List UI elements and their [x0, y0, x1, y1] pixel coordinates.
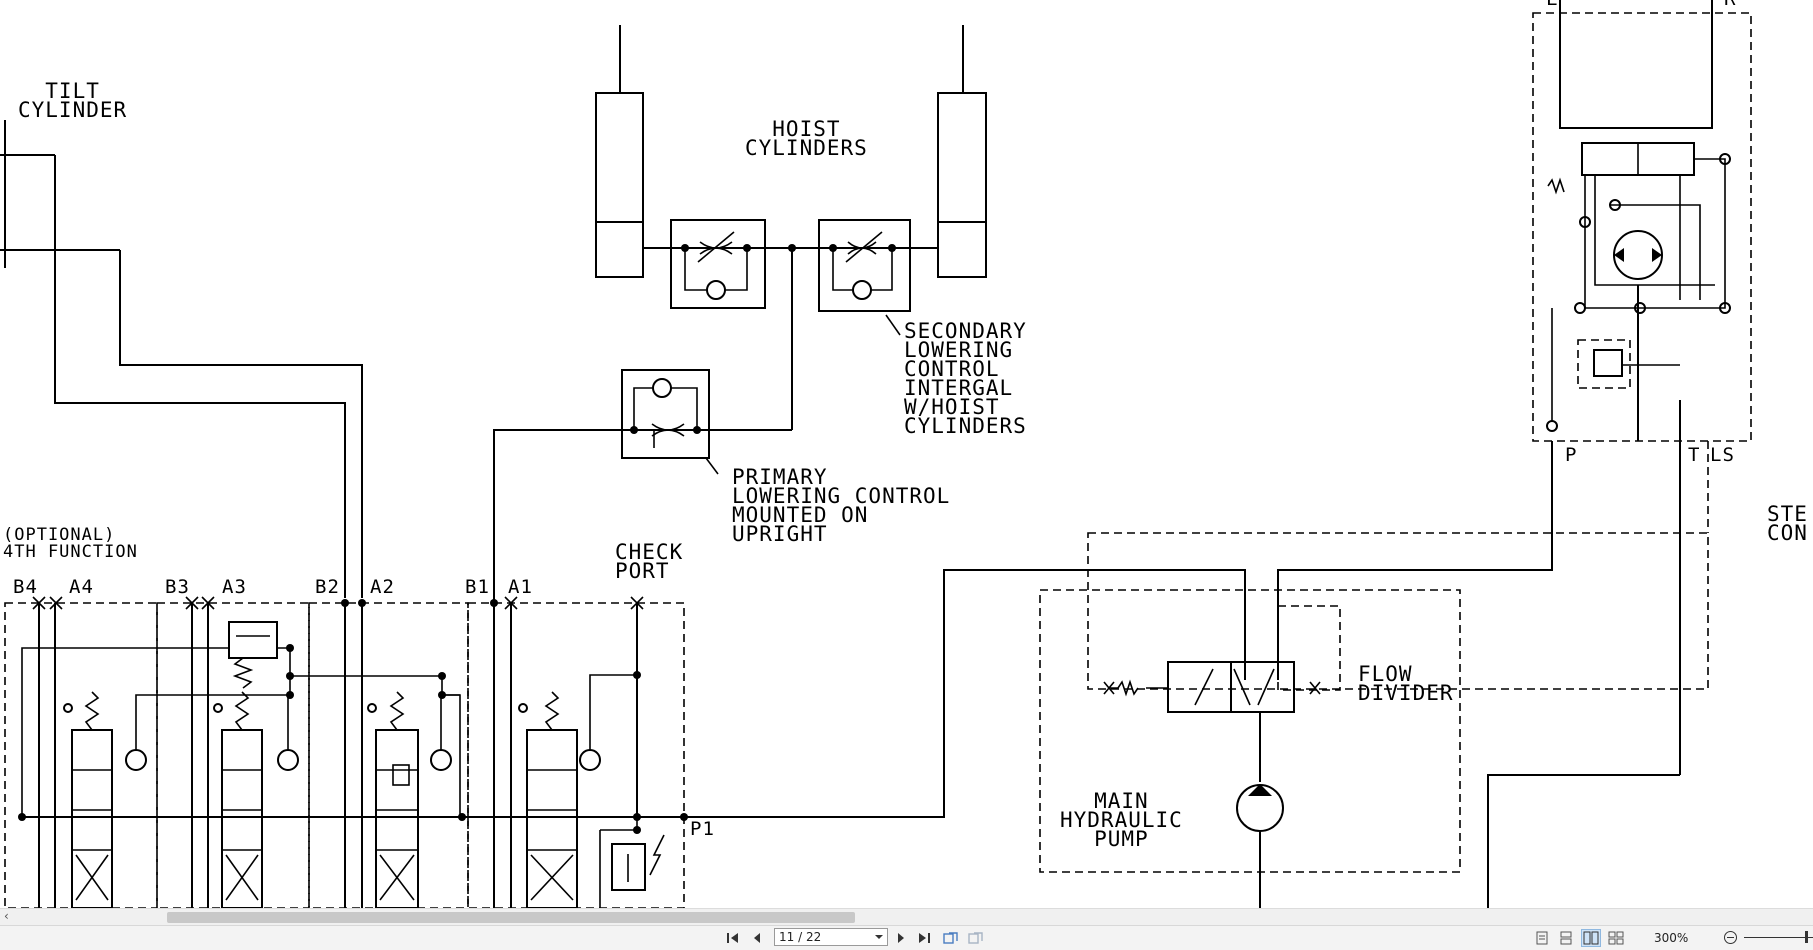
zoom-out-icon[interactable] — [1724, 931, 1737, 944]
port-b1-label: B1 — [465, 576, 490, 598]
control-valve-bank — [4, 596, 944, 908]
first-page-icon[interactable] — [724, 929, 742, 947]
scroll-left-icon[interactable]: ‹ — [4, 909, 9, 923]
next-page-icon[interactable] — [892, 929, 910, 947]
document-canvas[interactable]: TILT CYLINDER HOIST CYLINDERS SECONDARY … — [0, 0, 1813, 908]
page-number-field[interactable]: 11 / 22 — [774, 928, 888, 946]
steering-control-label: STE CON — [1767, 502, 1808, 545]
port-a3-label: A3 — [222, 576, 247, 598]
hoist-cylinders-symbol — [595, 25, 987, 336]
single-page-icon[interactable] — [1532, 929, 1552, 947]
port-b3-label: B3 — [165, 576, 190, 598]
port-r-label: R — [1724, 0, 1736, 9]
secondary-lowering-label: SECONDARY LOWERING CONTROL INTERGAL W/HO… — [904, 319, 1027, 438]
zoom-slider-thumb[interactable] — [1805, 931, 1808, 943]
check-port-label: CHECK PORT — [615, 540, 684, 583]
flow-divider-label: FLOW DIVIDER — [1358, 662, 1454, 705]
hoist-cylinders-label: HOIST CYLINDERS — [745, 117, 868, 160]
continuous-page-icon[interactable] — [1556, 929, 1576, 947]
next-view-icon[interactable] — [967, 929, 985, 947]
chevron-down-icon[interactable] — [875, 935, 883, 939]
zoom-level[interactable]: 300% — [1654, 931, 1689, 945]
port-t-label: T — [1688, 444, 1701, 466]
port-ls-label: LS — [1710, 444, 1735, 466]
previous-page-icon[interactable] — [748, 929, 766, 947]
primary-lowering-label: PRIMARY LOWERING CONTROL MOUNTED ON UPRI… — [732, 465, 951, 546]
p1-port-label: P1 — [690, 818, 715, 840]
primary-lowering-symbol — [493, 248, 793, 610]
horizontal-scrollbar[interactable]: ‹ — [0, 908, 1813, 926]
last-page-icon[interactable] — [915, 929, 933, 947]
port-a2-label: A2 — [370, 576, 395, 598]
port-b4-label: B4 — [13, 576, 38, 598]
facing-pages-icon[interactable] — [1581, 929, 1601, 947]
viewer-status-bar: 11 / 22 300% — [0, 925, 1813, 950]
hydraulic-schematic — [0, 0, 1752, 908]
optional-4th-function-label: (OPTIONAL) 4TH FUNCTION — [3, 525, 138, 562]
port-a1-label: A1 — [508, 576, 533, 598]
tilt-cylinder-symbol — [0, 120, 363, 598]
steering-control-unit — [1487, 0, 1752, 908]
facing-continuous-icon[interactable] — [1606, 929, 1626, 947]
previous-view-icon[interactable] — [942, 929, 960, 947]
port-l-label: L — [1546, 0, 1558, 9]
port-a4-label: A4 — [69, 576, 94, 598]
scrollbar-thumb[interactable] — [167, 912, 855, 923]
port-p-label: P — [1565, 444, 1578, 466]
main-pump-label: MAIN HYDRAULIC PUMP — [1060, 789, 1183, 851]
flow-divider-pump — [1039, 532, 1709, 908]
tilt-cylinder-label: TILT CYLINDER — [18, 79, 128, 122]
zoom-slider[interactable] — [1744, 937, 1813, 938]
page-number-value: 11 / 22 — [779, 930, 822, 944]
port-b2-label: B2 — [315, 576, 340, 598]
